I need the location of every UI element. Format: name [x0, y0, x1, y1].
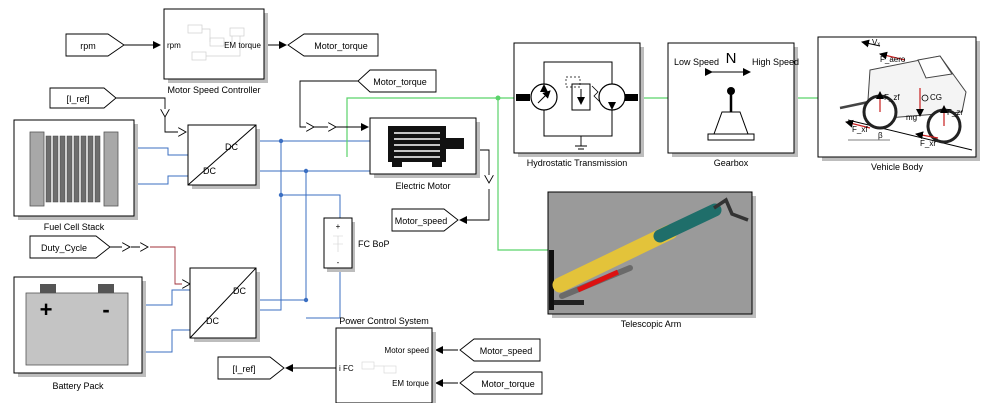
- battery-pack-block[interactable]: + - Battery Pack: [13, 276, 146, 391]
- electric-motor-block[interactable]: Electric Motor: [369, 117, 480, 191]
- gear-high-speed-label: High Speed: [752, 57, 799, 67]
- port-label-i-fc: i FC: [339, 364, 354, 373]
- port-label-em-torque: EM torque: [224, 41, 261, 50]
- block-title: Motor Speed Controller: [167, 85, 260, 95]
- dc-label-bottom: DC: [203, 166, 216, 176]
- battery-plus-sign: +: [40, 297, 53, 322]
- electrical-wires: [134, 138, 370, 353]
- subsystem-preview-icon: [361, 361, 397, 374]
- svg-text:[I_ref]: [I_ref]: [232, 364, 255, 374]
- block-title: Power Control System: [339, 316, 429, 326]
- block-title: Gearbox: [714, 158, 749, 168]
- tag-motor-speed-out[interactable]: Motor_speed: [391, 208, 459, 232]
- battery-icon: [25, 284, 129, 366]
- battery-minus-sign: -: [102, 297, 109, 322]
- svg-text:Motor_torque: Motor_torque: [481, 379, 535, 389]
- gearbox-block[interactable]: N Low Speed High Speed Gearbox: [667, 42, 799, 168]
- fc-bop-minus: -: [337, 258, 340, 267]
- subsystem-preview-icon: [333, 235, 343, 252]
- port-label-rpm: rpm: [167, 41, 181, 50]
- label-beta: β: [878, 131, 883, 140]
- block-title: FC BoP: [358, 239, 390, 249]
- tag-i-ref-out[interactable]: [I_ref]: [217, 356, 285, 380]
- label-fxf: F_xf: [852, 125, 868, 134]
- port-label-em-torque: EM torque: [392, 379, 429, 388]
- port-label-motor-speed: Motor speed: [385, 346, 429, 355]
- label-faero: F_aero: [880, 55, 906, 64]
- label-fzf: F_zf: [884, 93, 900, 102]
- gear-lever-icon: [705, 68, 755, 141]
- duty-cycle-wire: [110, 247, 190, 284]
- tag-duty-cycle[interactable]: Duty_Cycle: [29, 235, 111, 259]
- block-title: Battery Pack: [52, 381, 104, 391]
- telescopic-arm-block[interactable]: Telescopic Arm: [547, 191, 756, 329]
- block-title: Electric Motor: [395, 181, 450, 191]
- subsystem-preview-icon: [187, 24, 245, 61]
- fc-bop-plus: +: [336, 222, 341, 231]
- tag-motor-speed-in[interactable]: Motor_speed: [459, 338, 541, 362]
- mechanical-wires: [346, 95, 818, 251]
- dc-label-bottom: DC: [206, 316, 219, 326]
- hydrostatic-transmission-block[interactable]: Hydrostatic Transmission: [513, 42, 644, 168]
- label-cg: CG: [930, 93, 942, 102]
- dc-dc-converter-fc[interactable]: DC DC: [187, 124, 260, 189]
- block-title: Fuel Cell Stack: [44, 222, 105, 232]
- fc-bop-block[interactable]: + - FC BoP: [323, 217, 390, 272]
- hydraulic-circuit-icon: [516, 61, 638, 150]
- tag-motor-torque-in[interactable]: Motor_torque: [459, 371, 543, 395]
- gear-neutral-label: N: [726, 50, 737, 67]
- label-mg: mg: [906, 113, 917, 122]
- block-title: Telescopic Arm: [621, 319, 682, 329]
- block-title: Vehicle Body: [871, 162, 924, 172]
- power-control-system-block[interactable]: Motor speed EM torque i FC Power Control…: [335, 316, 436, 403]
- label-vx: Vₓ: [872, 38, 880, 47]
- gear-low-speed-label: Low Speed: [674, 57, 719, 67]
- svg-text:Duty_Cycle: Duty_Cycle: [41, 243, 87, 253]
- fuel-cell-stack-block[interactable]: Fuel Cell Stack: [13, 119, 138, 232]
- svg-text:rpm: rpm: [80, 41, 96, 51]
- dc-label-top: DC: [225, 142, 238, 152]
- svg-text:Motor_torque: Motor_torque: [373, 77, 427, 87]
- svg-text:Motor_speed: Motor_speed: [395, 216, 448, 226]
- block-title: Hydrostatic Transmission: [527, 158, 628, 168]
- label-fxr: F_xr: [920, 139, 936, 148]
- telescopic-arm-icon: [549, 197, 749, 310]
- svg-text:Motor_speed: Motor_speed: [480, 346, 533, 356]
- dc-label-top: DC: [233, 286, 246, 296]
- motor-speed-controller-block[interactable]: rpm EM torque Motor Speed Controller: [163, 8, 268, 95]
- tag-motor-torque-to-motor[interactable]: Motor_torque: [357, 69, 437, 93]
- dc-dc-converter-battery[interactable]: DC DC: [189, 267, 260, 342]
- label-fzr: F_zr: [947, 108, 963, 117]
- tag-i-ref-in[interactable]: [I_ref]: [49, 87, 117, 109]
- svg-text:Motor_torque: Motor_torque: [314, 41, 368, 51]
- tag-motor-torque-out[interactable]: Motor_torque: [287, 33, 379, 57]
- tag-rpm[interactable]: rpm: [65, 33, 125, 57]
- svg-text:[I_ref]: [I_ref]: [66, 94, 89, 104]
- motor-icon: [388, 126, 464, 167]
- vehicle-body-block[interactable]: Vₓ F_aero F_zf F_zr F_xf F_xr mg CG β Ve…: [817, 36, 980, 172]
- vehicle-free-body-icon: [839, 39, 973, 151]
- signal-wires: [116, 41, 489, 387]
- fuel-cell-icon: [29, 131, 119, 207]
